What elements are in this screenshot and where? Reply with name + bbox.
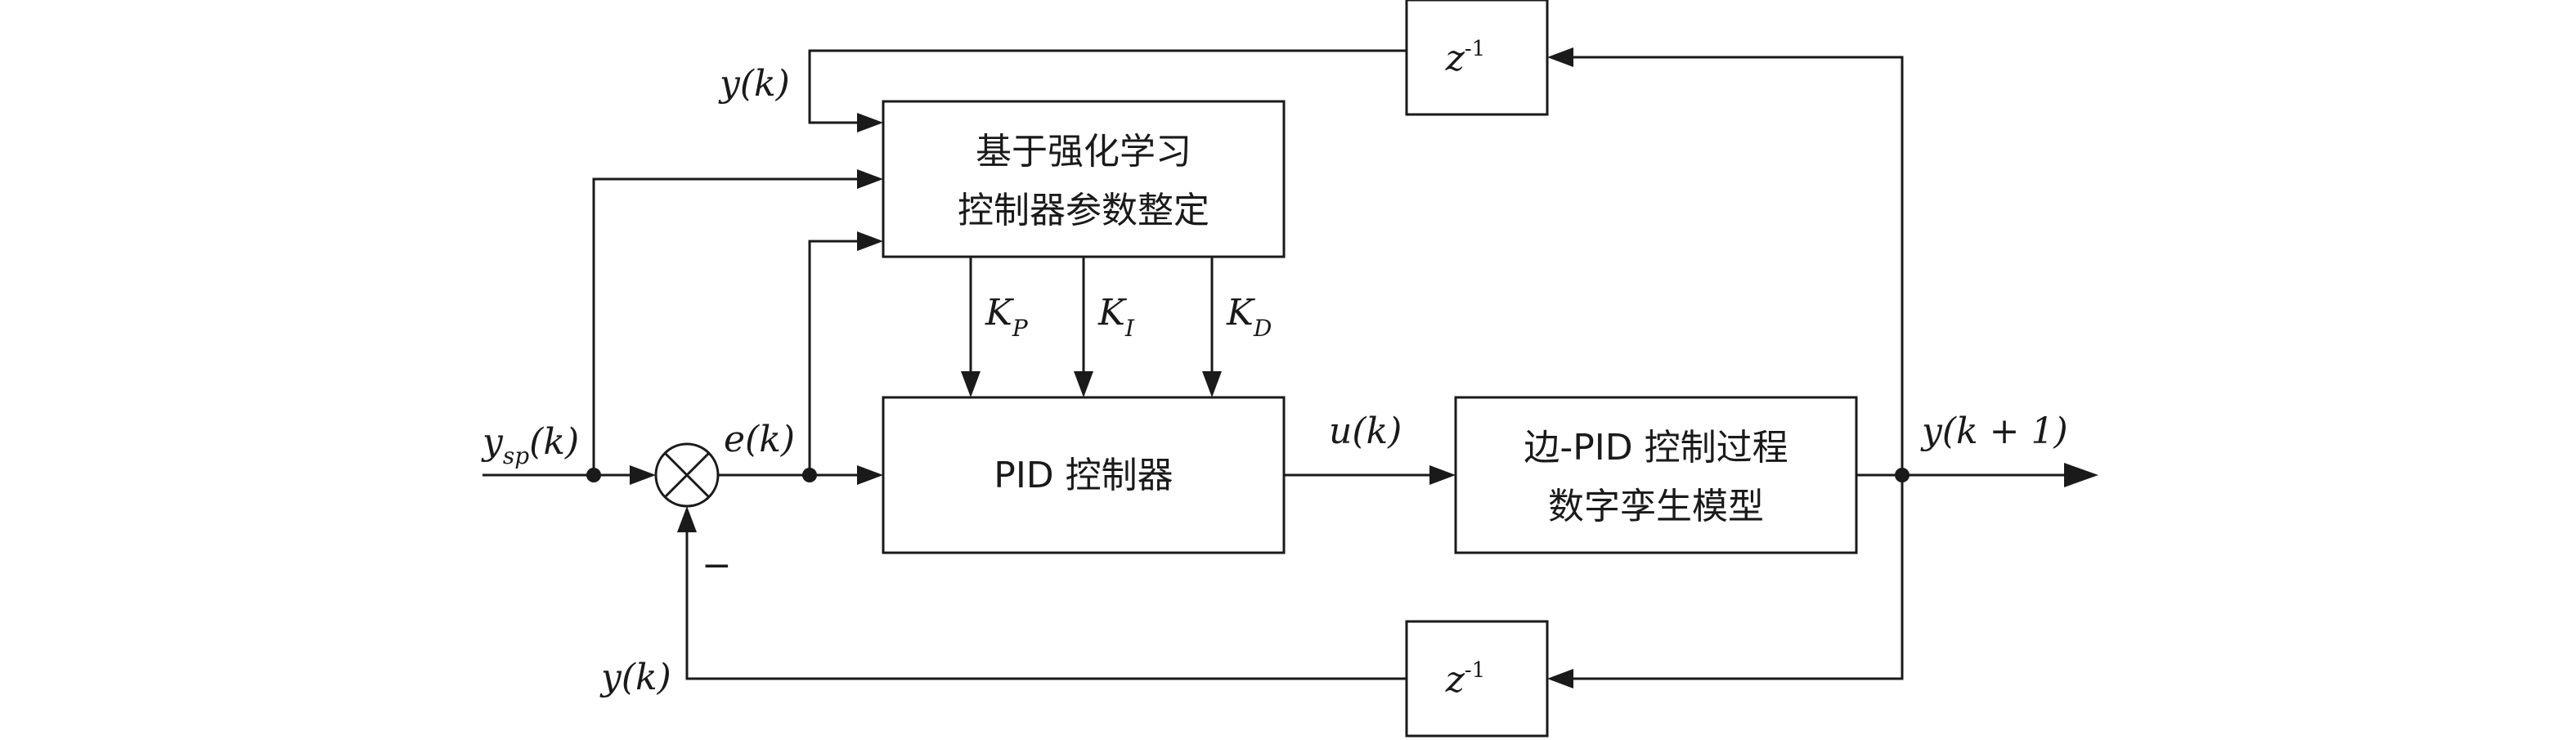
control-label: u(k) (1329, 410, 1402, 452)
feedback-top-label: y(k) (718, 63, 790, 105)
feedback-bottom-path (677, 475, 1904, 688)
gain-label-kp: KP (985, 292, 1029, 342)
setpoint-label: ysp(k) (481, 421, 579, 469)
gain-label-kd: KD (1226, 292, 1272, 342)
delay-bottom-label: z-1 (1445, 658, 1486, 701)
control-signal-line (1284, 465, 1456, 485)
digital-twin-block (1454, 396, 1858, 554)
gain-arrow-kd (1202, 257, 1222, 397)
gain-label-ki: KI (1097, 292, 1135, 342)
gain-arrow-kp (961, 257, 981, 397)
error-label: e(k) (724, 419, 795, 460)
setpoint-to-tuner-line (592, 169, 883, 475)
rl-tuner-line1: 基于强化学习 (976, 131, 1192, 173)
digital-twin-line2: 数字孪生模型 (1548, 486, 1764, 527)
error-to-tuner-line (808, 231, 883, 475)
delay-top-label: z-1 (1445, 37, 1486, 79)
feedback-bottom-label: y(k) (599, 657, 671, 698)
error-signal-line (718, 465, 883, 485)
delay-block-top (1405, 0, 1549, 116)
feedback-top-path (808, 47, 1904, 475)
pid-controller-block (882, 396, 1286, 554)
gain-arrow-ki (1074, 257, 1093, 397)
output-signal-line (1856, 463, 2098, 487)
summing-junction (654, 442, 720, 508)
rl-tuner-block (882, 100, 1286, 258)
pid-controller-label: PID 控制器 (994, 455, 1173, 496)
setpoint-input-line (482, 465, 656, 485)
output-label: y(k + 1) (1920, 410, 2068, 452)
digital-twin-line1: 边-PID 控制过程 (1524, 427, 1788, 469)
rl-tuner-line2: 控制器参数整定 (958, 190, 1209, 231)
minus-sign: − (702, 545, 732, 586)
